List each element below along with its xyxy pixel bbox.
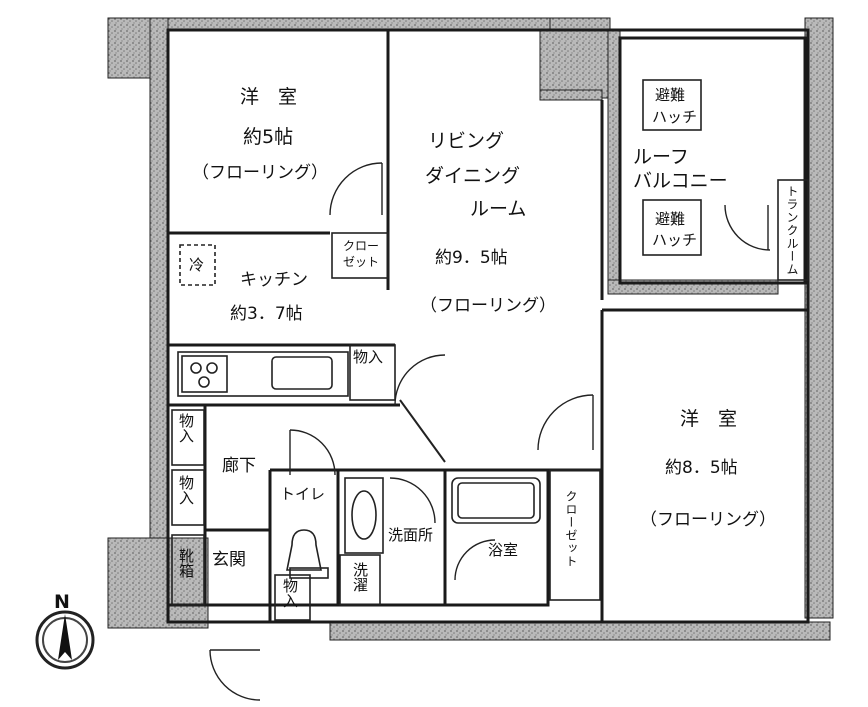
walls [166,28,810,624]
kitchen-name: キッチン [240,270,308,290]
laundry-label: 洗濯 [351,562,369,592]
bedroom-nw-name: 洋 室 [240,86,298,108]
bedroom-nw-size: 約5帖 [243,126,294,148]
roof-balcony-2: バルコニー [633,170,728,192]
hatch-bottom-2: ハッチ [652,231,698,249]
living-line3: ルーム [470,198,527,220]
doors [209,162,771,701]
bathroom-label: 浴室 [488,541,519,559]
bedroom-se-name: 洋 室 [680,408,738,430]
closet-small-1: クロー [343,239,380,253]
roof-balcony-1: ルーフ [633,146,689,168]
kitchen-size: 約3．7帖 [230,304,303,324]
storage-entrance: 物入 [281,578,299,608]
trunk-room: トランクルーム [785,185,799,276]
storage-kitchen: 物入 [353,348,384,366]
storage-left-2: 物入 [177,475,195,505]
toilet-label: トイレ [280,485,326,503]
fridge-label: 冷 [189,256,205,274]
closet-small-2: ゼット [343,255,380,269]
fixtures [171,79,809,621]
hallway-label: 廊下 [222,456,256,476]
bedroom-nw-floor: （フローリング） [192,163,328,183]
bedroom-se-floor: （フローリング） [640,510,776,530]
hatch-top-1: 避難 [655,86,686,104]
hatch-bottom-1: 避難 [655,210,686,228]
concrete-walls [107,17,834,641]
north-compass-icon [35,610,95,670]
living-line2: ダイニング [425,165,521,187]
living-floor: （フローリング） [420,296,556,316]
shoe-box: 靴箱 [177,548,195,578]
north-label: N [54,591,70,613]
entrance-label: 玄関 [212,550,246,570]
sliding-door [399,399,446,463]
hatch-top-2: ハッチ [652,108,698,126]
closet-vertical: クローゼット [564,490,578,568]
living-line1: リビング [428,130,505,152]
washroom-label: 洗面所 [388,526,434,544]
bedroom-se-size: 約8．5帖 [665,458,738,478]
storage-left-1: 物入 [177,413,195,443]
living-size: 約9．5帖 [435,248,508,268]
